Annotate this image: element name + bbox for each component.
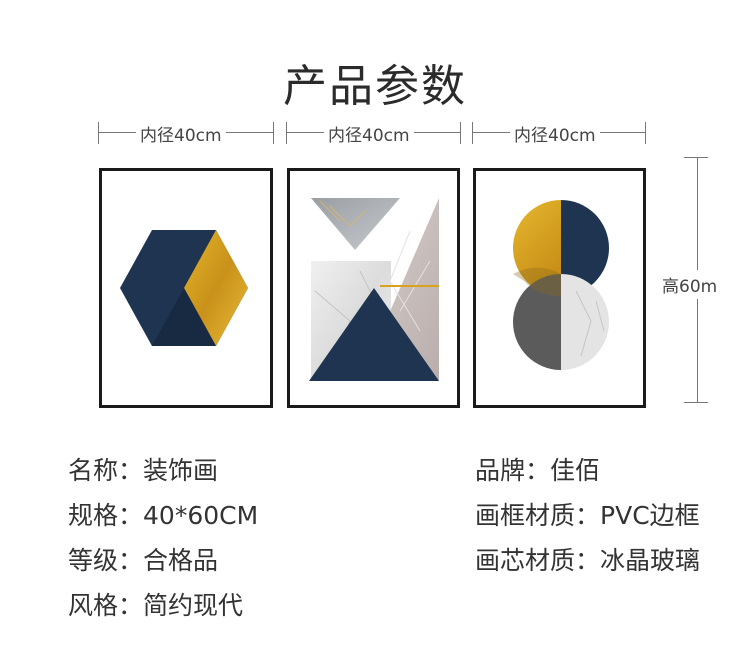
spec-label: 风格： — [68, 591, 144, 620]
spec-label: 画芯材质： — [475, 546, 601, 575]
height-label: 高60m — [662, 270, 718, 299]
spec-value: 40*60CM — [143, 501, 259, 530]
spec-row-size: 规格：40*60CM — [68, 493, 258, 538]
width-label: 内径40cm — [324, 121, 414, 146]
spec-row-core-material: 画芯材质：冰晶玻璃 — [475, 538, 700, 583]
width-dimension-1: 内径40cm — [98, 118, 274, 148]
spec-label: 等级： — [68, 546, 144, 575]
spec-value: 合格品 — [143, 546, 219, 575]
spec-label: 画框材质： — [475, 501, 601, 530]
width-label: 内径40cm — [136, 121, 226, 146]
spec-label: 规格： — [68, 501, 144, 530]
painting-frame-2 — [287, 168, 460, 408]
spec-row-frame-material: 画框材质：PVC边框 — [475, 493, 700, 538]
spec-value: 佳佰 — [550, 456, 601, 485]
painting-frame-1 — [99, 168, 273, 408]
spec-label: 名称： — [68, 456, 144, 485]
spec-value: 冰晶玻璃 — [600, 546, 701, 575]
triangle-artwork — [309, 198, 439, 381]
spec-value: PVC边框 — [600, 501, 700, 530]
painting-frame-3 — [473, 168, 646, 408]
width-dimension-3: 内径40cm — [472, 118, 646, 148]
circles-artwork — [513, 200, 609, 370]
spec-row-brand: 品牌：佳佰 — [475, 448, 700, 493]
spec-value: 简约现代 — [143, 591, 244, 620]
width-label: 内径40cm — [510, 121, 600, 146]
hexagon-artwork — [120, 230, 248, 346]
spec-row-name: 名称：装饰画 — [68, 448, 258, 493]
specs-left: 名称：装饰画 规格：40*60CM 等级：合格品 风格：简约现代 — [68, 448, 258, 628]
spec-value: 装饰画 — [143, 456, 219, 485]
specs-right: 品牌：佳佰 画框材质：PVC边框 画芯材质：冰晶玻璃 — [475, 448, 700, 583]
spec-row-style: 风格：简约现代 — [68, 583, 258, 628]
spec-row-grade: 等级：合格品 — [68, 538, 258, 583]
width-dimension-2: 内径40cm — [286, 118, 461, 148]
page-title: 产品参数 — [283, 61, 467, 112]
spec-label: 品牌： — [475, 456, 551, 485]
